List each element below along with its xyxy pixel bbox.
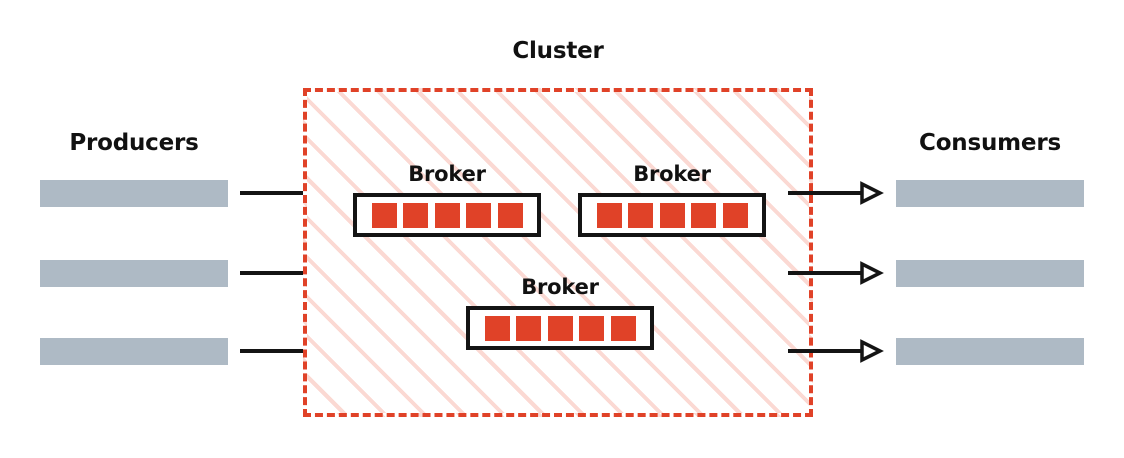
consumers-label: Consumers [919,130,1061,156]
partition-cell [466,202,491,228]
broker-3-label: Broker [521,275,599,299]
consumer-arrow-3 [788,339,884,363]
cluster-boundary [303,88,813,417]
partition-cell [610,315,636,341]
partition-cell [497,202,523,228]
partition-cell [579,315,604,341]
partition-cell [516,315,541,341]
partition-cell [691,202,716,228]
producer-bar-3 [40,338,228,365]
consumer-bar-1 [896,180,1084,207]
producer-bar-1 [40,180,228,207]
producers-label: Producers [69,130,199,156]
producer-bar-2 [40,260,228,287]
broker-1: Broker [353,162,541,237]
broker-2: Broker [578,162,766,237]
partition-cell [484,315,510,341]
partition-cell [403,202,428,228]
cluster-label: Cluster [512,38,604,64]
partition-cell [547,315,573,341]
broker-1-box [353,193,541,237]
partition-cell [596,202,622,228]
consumer-bar-2 [896,260,1084,287]
broker-3-box [466,306,654,350]
broker-2-label: Broker [633,162,711,186]
partition-cell [659,202,685,228]
consumer-arrow-1 [788,181,884,205]
broker-3: Broker [466,275,654,350]
partition-cell [628,202,653,228]
consumer-arrow-2 [788,261,884,285]
partition-cell [722,202,748,228]
consumer-bar-3 [896,338,1084,365]
partition-cell [371,202,397,228]
broker-2-box [578,193,766,237]
broker-1-label: Broker [408,162,486,186]
partition-cell [434,202,460,228]
